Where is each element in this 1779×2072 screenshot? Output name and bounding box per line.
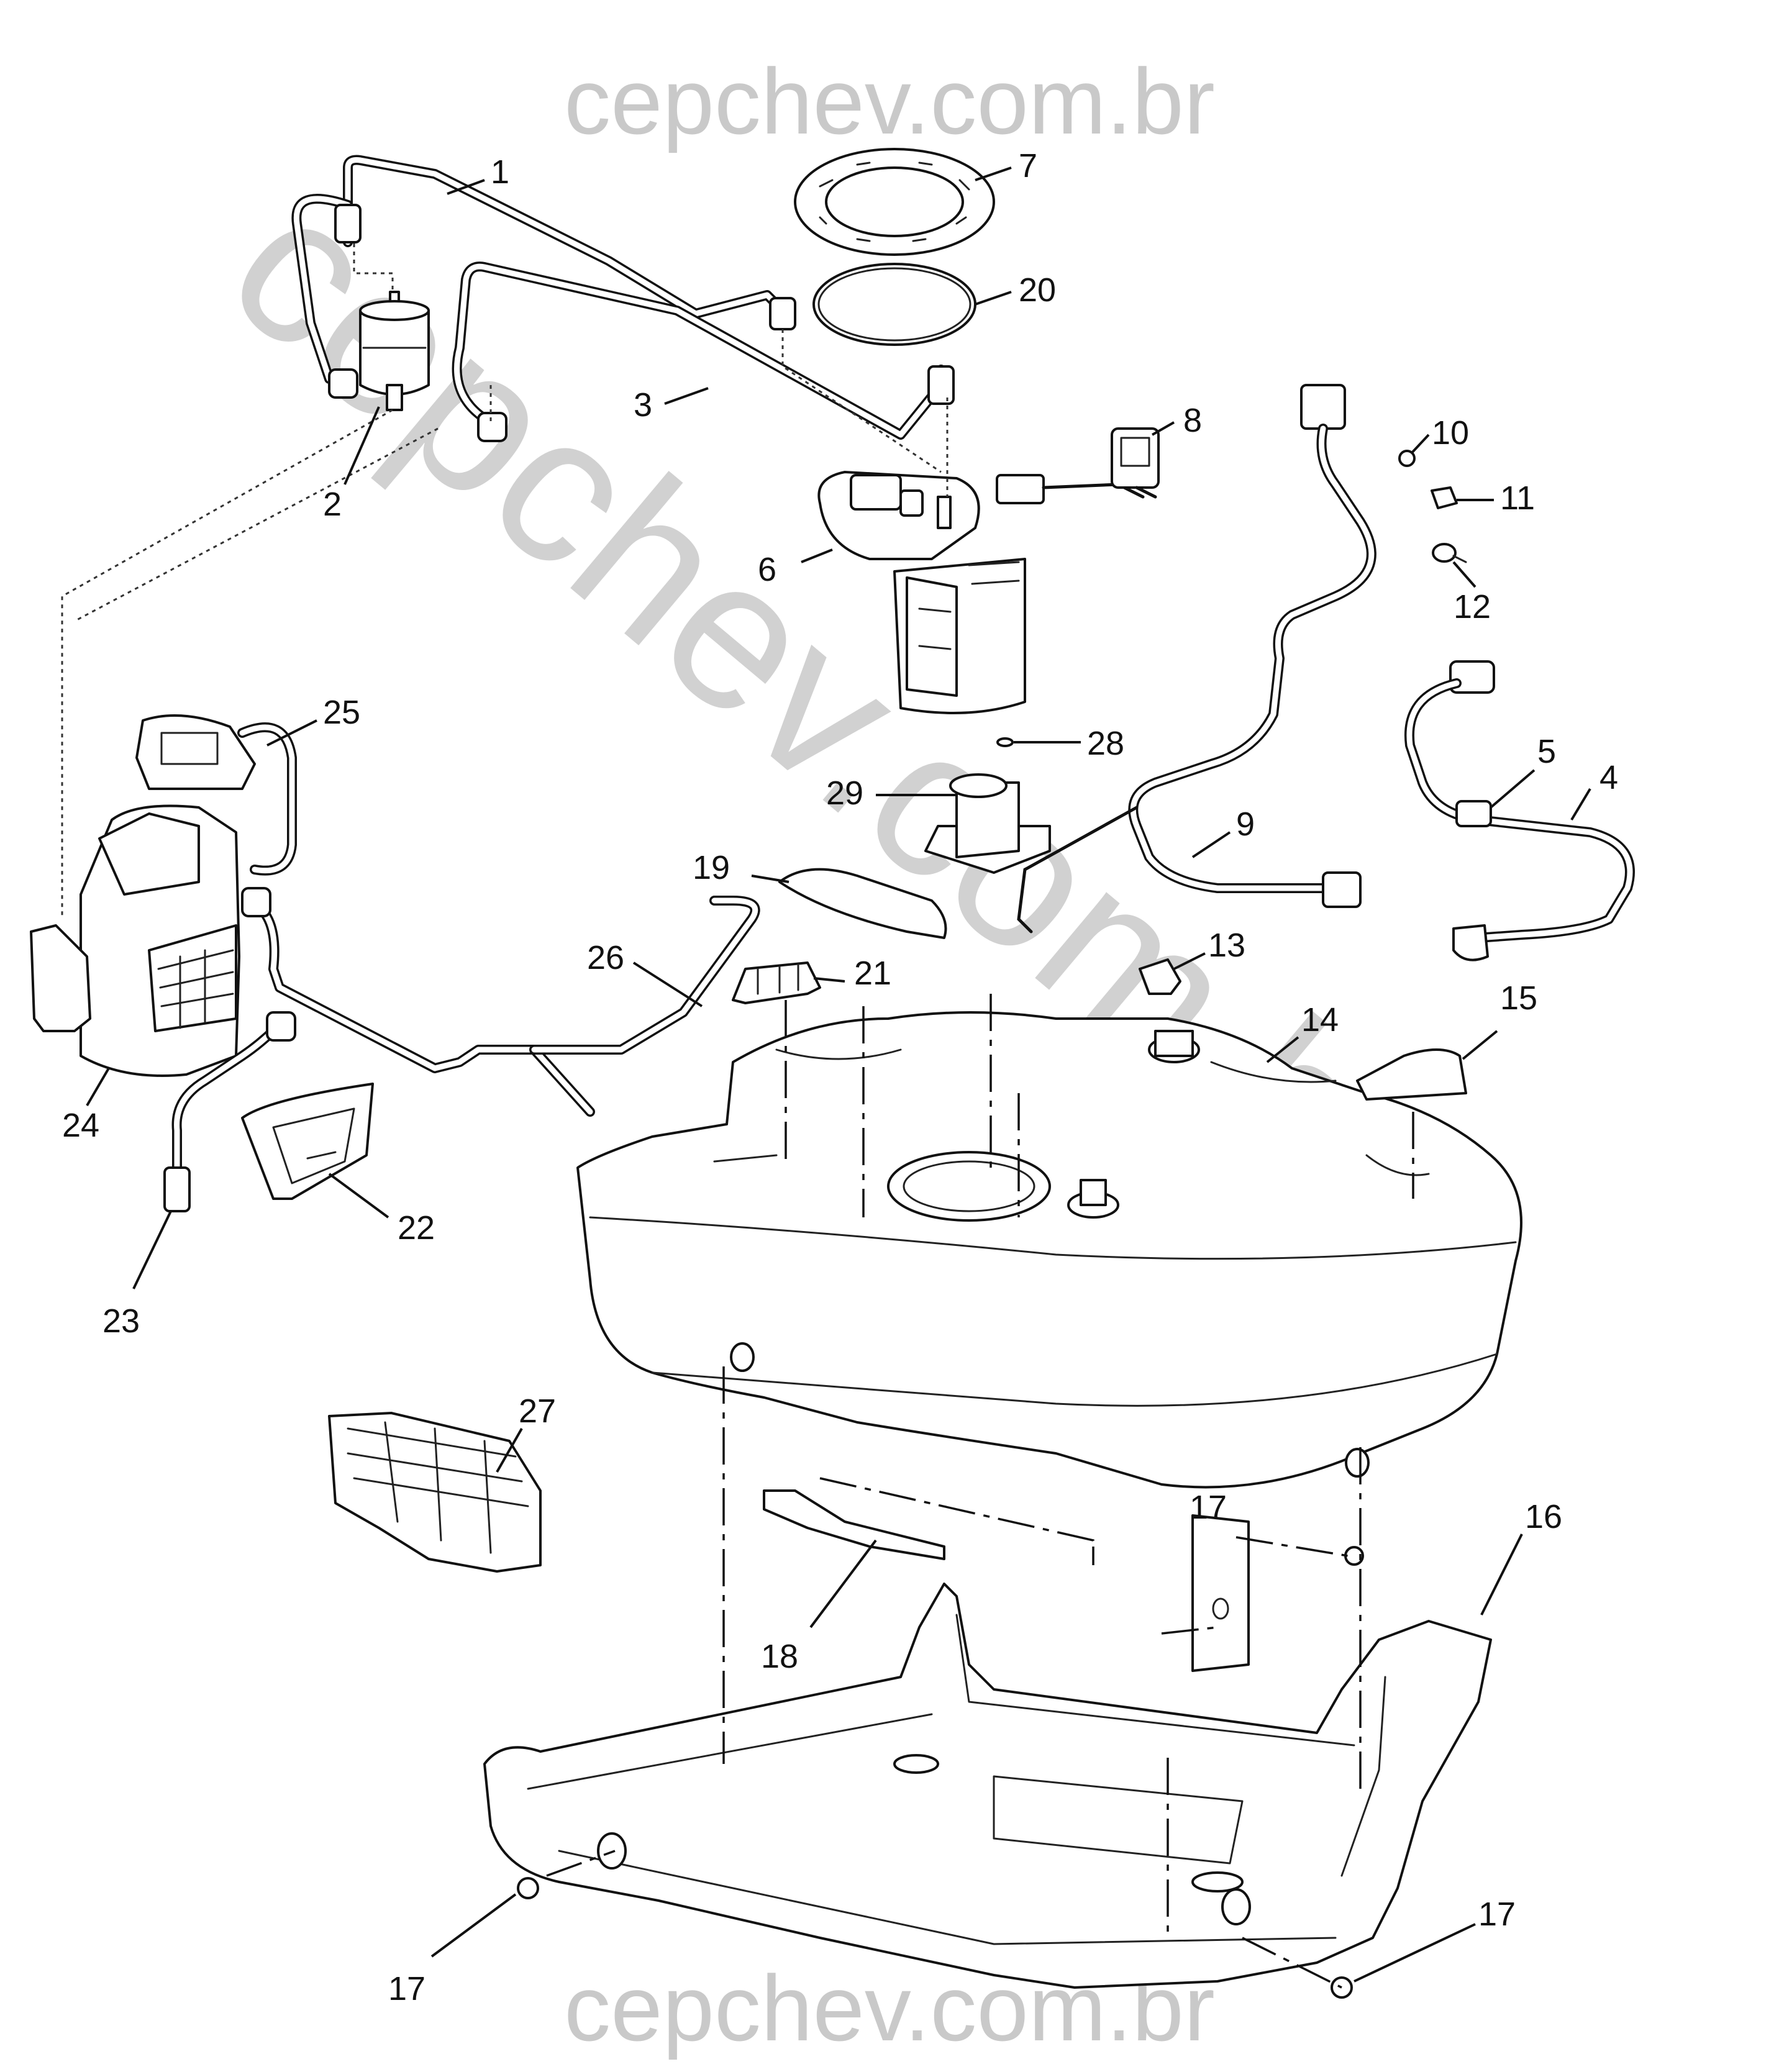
heat-shield-15: [1356, 1048, 1467, 1101]
clip-13: [1139, 958, 1181, 995]
callout-29: 29: [826, 775, 863, 812]
bracket-22: [241, 1083, 374, 1200]
o-ring-28: [996, 737, 1014, 747]
callout-27: 27: [519, 1393, 556, 1430]
canister-vent-hose-23: [163, 1011, 296, 1212]
clamp-12: [1432, 543, 1467, 563]
callout-25: 25: [323, 694, 360, 731]
watermark-top: cepchev.com.br: [564, 49, 1215, 153]
evap-canister: [30, 804, 240, 1077]
callout-10: 10: [1432, 414, 1469, 452]
callout-17-right-upper: 17: [1190, 1489, 1227, 1526]
callout-8: 8: [1183, 402, 1202, 439]
fuel-pump-module: [817, 471, 1026, 714]
callout-12: 12: [1454, 588, 1491, 625]
callout-labels: 1 2 3 4 5 6 7 8 9 10 11 12 13 14 15 16 1…: [62, 147, 1618, 2007]
bracket-29: [924, 773, 1051, 874]
fuel-filter: [359, 291, 430, 411]
fuel-pump-wiring-harness: [1017, 384, 1376, 934]
callout-28: 28: [1087, 725, 1124, 762]
callout-14: 14: [1301, 1001, 1339, 1038]
pipe-clip-21: [732, 961, 821, 1004]
clip-11: [1431, 486, 1458, 509]
fuel-tank: [576, 1011, 1522, 1489]
callout-17-right-lower: 17: [1478, 1896, 1516, 1933]
hose-clip-5: [1455, 800, 1492, 827]
fuel-level-sensor: [996, 427, 1160, 504]
fuel-pump-seal: [812, 263, 976, 346]
callout-5: 5: [1537, 733, 1556, 770]
callout-20: 20: [1019, 271, 1056, 309]
callout-7: 7: [1019, 147, 1037, 184]
callout-9: 9: [1236, 806, 1255, 843]
evap-pipe-26: [241, 887, 760, 1117]
shield-27: [328, 1412, 542, 1573]
bolt-17b: [517, 1877, 539, 1899]
callout-26: 26: [587, 939, 624, 976]
fuel-return-pipe: [452, 261, 955, 442]
insulator-18: [763, 1489, 945, 1560]
fuel-pump-lock-ring: [794, 148, 995, 256]
callout-15: 15: [1500, 979, 1537, 1017]
callout-17-left-lower: 17: [388, 1970, 425, 2007]
callout-13: 13: [1208, 927, 1245, 964]
heat-shield-19: [778, 868, 947, 939]
dotted-alignment-lines: [61, 243, 949, 919]
assembly-center-lines: [546, 994, 1414, 1989]
retainer-10: [1398, 450, 1416, 467]
fuel-tank-shield: [483, 1514, 1492, 1989]
callout-19: 19: [693, 849, 730, 886]
leader-lines: [86, 166, 1591, 1983]
callout-18: 18: [761, 1638, 798, 1675]
callout-21: 21: [854, 955, 891, 992]
callout-6: 6: [758, 551, 776, 588]
callout-22: 22: [398, 1209, 435, 1247]
callout-16: 16: [1525, 1498, 1562, 1535]
callout-2: 2: [323, 486, 342, 523]
callout-11: 11: [1500, 479, 1535, 517]
fuel-feed-pipe: [291, 155, 796, 399]
canister-purge-valve: [135, 714, 297, 876]
callout-4: 4: [1599, 759, 1618, 796]
callout-1: 1: [491, 153, 509, 191]
callout-23: 23: [102, 1302, 140, 1340]
callout-3: 3: [634, 386, 652, 424]
evap-vent-hose: [1404, 660, 1635, 961]
callout-24: 24: [62, 1107, 99, 1144]
